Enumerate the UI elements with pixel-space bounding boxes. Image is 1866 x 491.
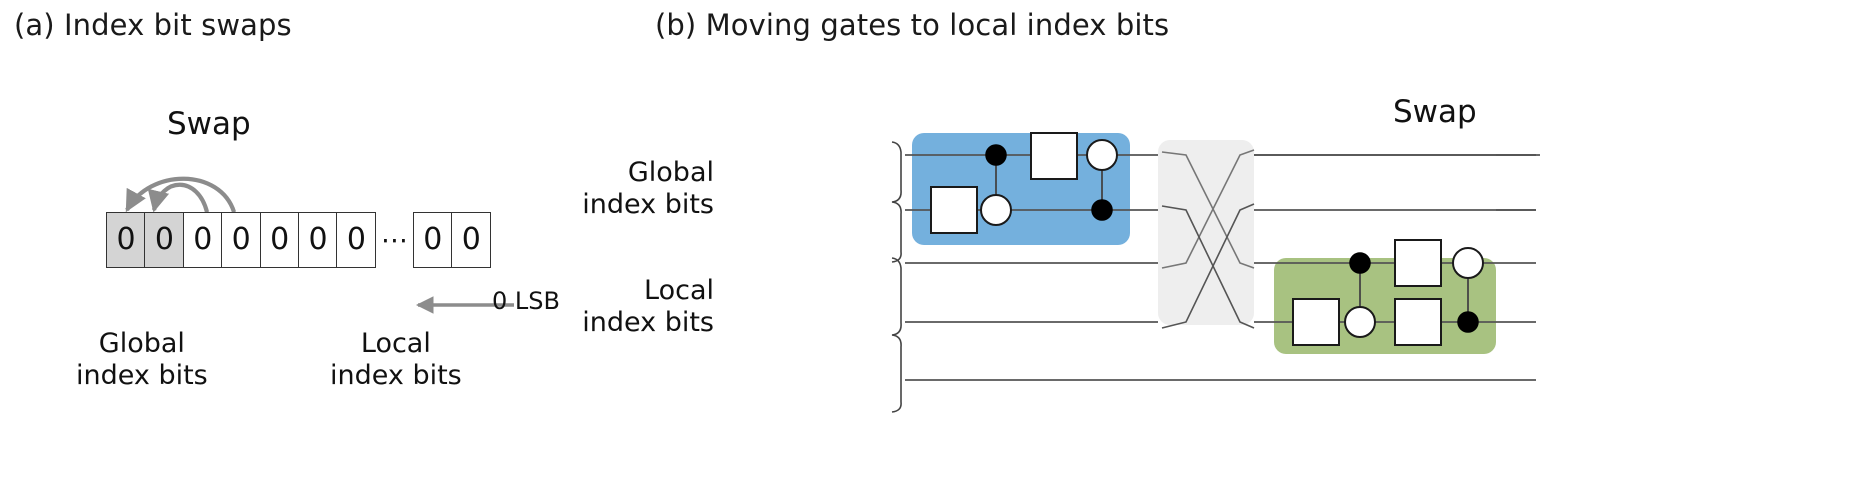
panel-b-local-line2: index bits [582,307,714,339]
swap-block[interactable] [1158,140,1254,325]
control-dot-icon[interactable] [1457,311,1479,333]
panel-b-title: (b) Moving gates to local index bits [655,8,1170,42]
panel-b-global-line1: Global [627,157,714,188]
bit-cell[interactable]: 0 [298,212,339,268]
swap-label-panel-a: Swap [167,106,251,142]
gate-box-blue-1[interactable] [930,186,978,234]
panel-a-global-line2: index bits [76,359,208,391]
gate-box-green-1[interactable] [1292,298,1340,346]
panel-b-local-line1: Local [644,275,714,306]
gate-box-blue-2[interactable] [1030,132,1078,180]
gate-box-green-3[interactable] [1394,298,1442,346]
panel-a-local-line1: Local [360,328,431,359]
global-bits-brace [891,141,902,263]
bit-cell[interactable]: 0 [412,212,453,268]
panel-a-global-line1: Global [98,328,185,359]
control-dot-icon[interactable] [1349,252,1371,274]
index-bit-row: 0 0 0 0 0 0 0 ⋯ 0 0 [106,212,492,268]
open-control-dot-icon[interactable] [1086,139,1118,171]
bit-cell[interactable]: 0 [144,212,185,268]
panel-a-local-line2: index bits [330,359,462,391]
open-control-dot-icon[interactable] [1344,306,1376,338]
panel-a-local-label: Local index bits [330,328,462,392]
panel-a-title: (a) Index bit swaps [14,8,292,42]
panel-b-local-label: Local index bits [582,275,714,340]
swap-label-panel-b: Swap [1393,94,1477,130]
gate-box-green-2[interactable] [1394,239,1442,287]
swap-cross-b [1161,149,1255,269]
open-control-dot-icon[interactable] [980,194,1012,226]
open-control-dot-icon[interactable] [1452,247,1484,279]
bit-cell[interactable]: 0 [106,212,146,268]
control-dot-icon[interactable] [985,144,1007,166]
lsb-label: 0 LSB [492,287,560,315]
panel-a-global-label: Global index bits [76,328,208,392]
panel-b-global-label: Global index bits [582,157,714,222]
bit-cell[interactable]: 0 [336,212,377,268]
swap-cross-d [1161,203,1255,329]
bit-cell[interactable]: 0 [221,212,262,268]
bit-row-ellipsis: ⋯ [380,224,410,256]
panel-b-global-line2: index bits [582,189,714,221]
bit-cell[interactable]: 0 [182,212,223,268]
control-dot-icon[interactable] [1091,199,1113,221]
swap-arrows [125,176,251,234]
bit-cell[interactable]: 0 [259,212,300,268]
bit-cell[interactable]: 0 [451,212,492,268]
lsb-arrow-icon [415,296,514,314]
local-bits-brace [891,257,902,413]
